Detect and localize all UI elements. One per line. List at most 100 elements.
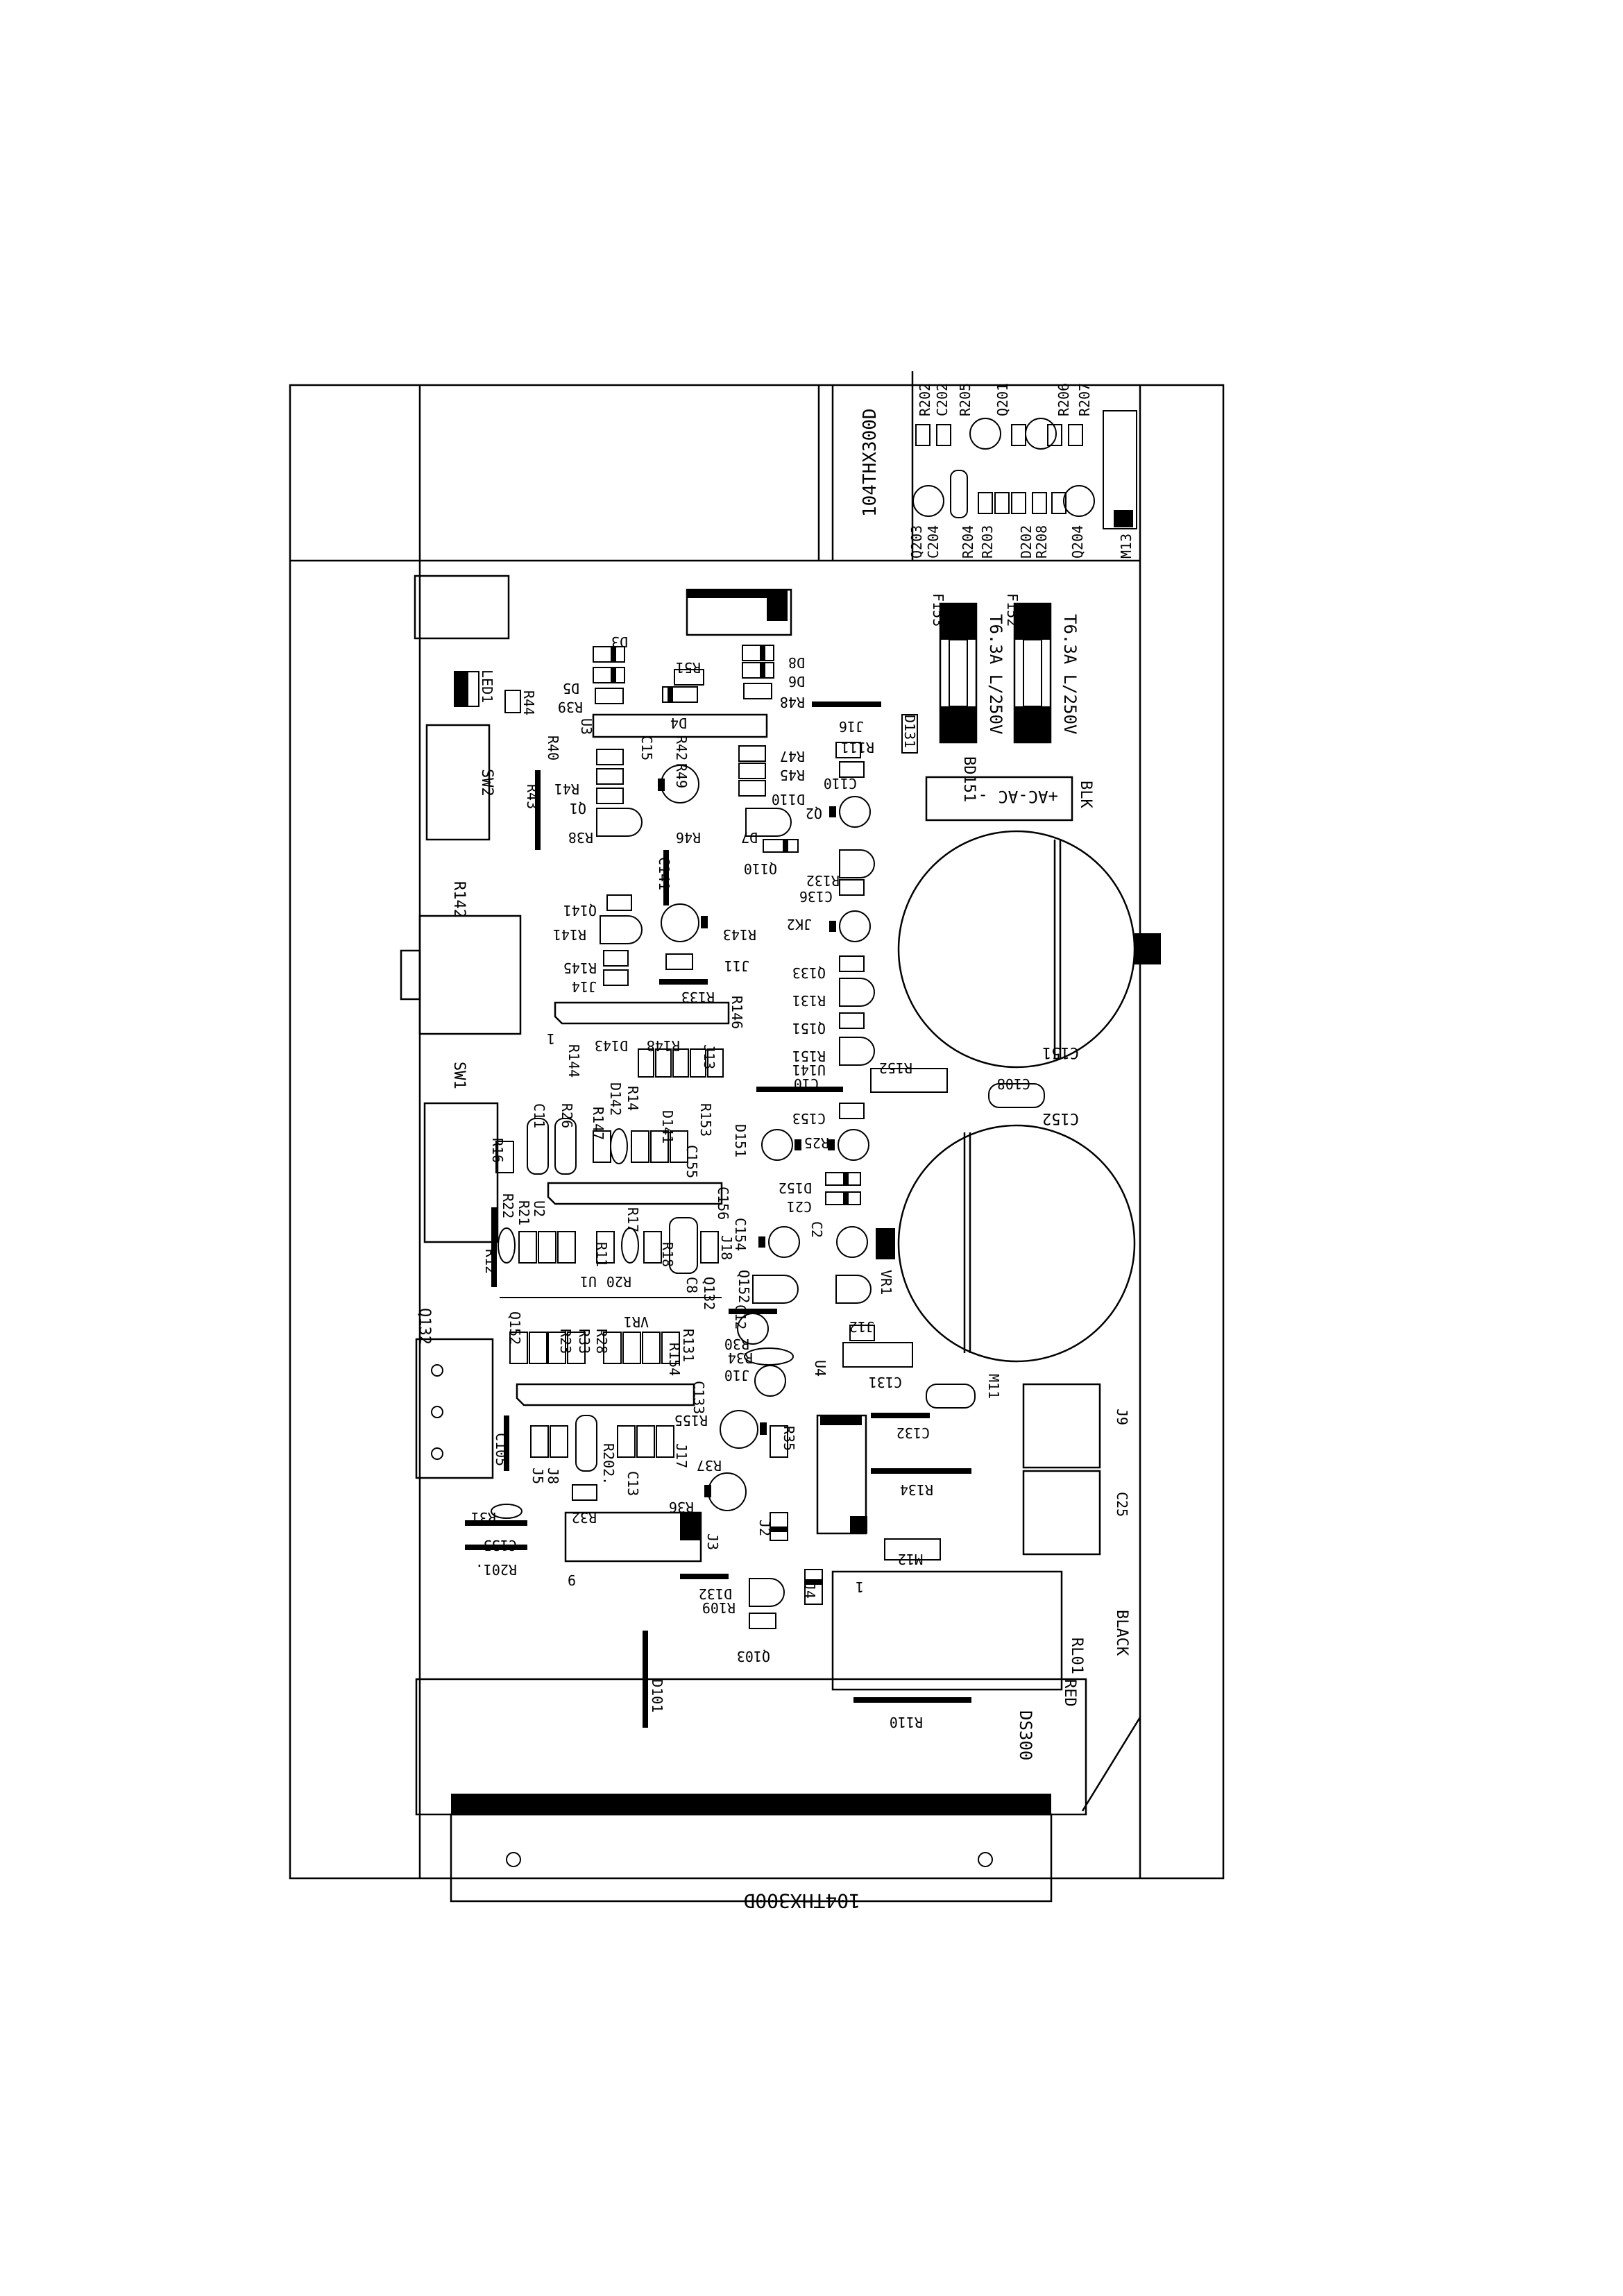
ref-j3: C135 — [484, 1537, 517, 1554]
ref-d202: D202 — [1018, 525, 1035, 559]
ref-d151: D152 — [779, 1180, 812, 1196]
ref-r16: C155 — [683, 1145, 700, 1178]
aux-cluster-labels: Q203 C204 R204 R203 D202 R208 Q204 M13 R… — [908, 383, 1135, 559]
m11-area — [720, 1383, 1101, 1556]
m11-area-labels: R155 U4 C132 M11 J9 R134 C25 — [674, 1360, 1130, 1517]
ref-c21: R22 — [500, 1193, 516, 1218]
mount-hole-right — [978, 1852, 993, 1867]
ref-c155: D151 — [732, 1124, 749, 1157]
ref-sw2: SW2 — [478, 769, 495, 797]
fuse-rating-1: T6.3A L/250V — [986, 614, 1005, 734]
ref-led1: LED1 — [479, 670, 495, 703]
ref-q133: R131 — [792, 992, 826, 1009]
ref-c133: R34 — [728, 1350, 753, 1366]
mid-top-parts — [738, 742, 875, 942]
ref-d101: J4 — [801, 1582, 818, 1599]
ref-m13: M13 — [1118, 534, 1135, 559]
ref-c8: Q132 — [701, 1277, 717, 1310]
ref-r40: R40 — [545, 735, 561, 760]
ref-q141: R141 — [553, 926, 586, 943]
r152-body — [870, 1068, 948, 1093]
ref-r204: R204 — [960, 525, 976, 559]
c10-c11-area — [495, 1118, 688, 1175]
ref-j12: C12 — [732, 1304, 749, 1329]
ref-r38: C15 — [638, 735, 655, 760]
lower-left-parts — [465, 1472, 941, 1579]
ref-r22: R21 — [516, 1200, 532, 1225]
aux-circuit-cluster — [912, 410, 1137, 529]
ref-r143: J11 — [724, 958, 749, 974]
c21-row — [491, 1207, 719, 1287]
ref-q151: R151 — [792, 1048, 826, 1064]
ref-d132: J2 — [756, 1520, 773, 1536]
heatsink-bar — [451, 1794, 1051, 1814]
ref-c141: R143 — [723, 926, 756, 943]
vr1-area-labels: Q152 VR1 R23 R33 R28 C12 R30 J12 R131 R1… — [507, 1304, 902, 1391]
ref-q201: Q201 — [994, 383, 1011, 416]
bridge-rectifier — [925, 776, 1073, 822]
ref-j14: C141 — [656, 857, 672, 890]
ref-q103: R109 — [702, 1599, 736, 1616]
c153-area — [761, 1103, 869, 1205]
ref-r134: R35 — [781, 1426, 797, 1451]
ref-j16: J16 — [839, 718, 864, 735]
label-ds300: DS300 — [1016, 1710, 1035, 1760]
ref-d4: D4 — [670, 715, 687, 731]
ref-c151: C151 — [1042, 1044, 1079, 1061]
ref-r110: Q103 — [737, 1648, 770, 1665]
ref-c154: C2 — [808, 1221, 825, 1238]
label-red: RED — [1061, 1679, 1078, 1707]
c156-labels: C154 C2 Q152 VR1 — [732, 1218, 894, 1303]
pin1-u141: 1 — [547, 1030, 555, 1047]
u4-body — [516, 1383, 695, 1406]
u141-body — [554, 1001, 730, 1025]
ref-r155: C131 — [869, 1374, 902, 1391]
board-model-label: 104THX300D — [860, 408, 881, 517]
ref-r28: R23 — [557, 1329, 574, 1354]
ref-d131: D131 — [901, 715, 918, 748]
ref-r148: R144 — [566, 1044, 582, 1078]
c21-row-labels: R22 R21 U2 R17 R11 R18 J18 R12 R20 U1 C8… — [482, 1193, 735, 1310]
ref-r37: C13 — [624, 1471, 641, 1496]
ref-sw1: SW1 — [450, 1062, 468, 1089]
ref-d141: R153 — [697, 1103, 714, 1137]
ref-r205: R205 — [957, 383, 974, 416]
fuses — [939, 602, 1052, 744]
ref-r202dot: J9 — [1114, 1409, 1130, 1425]
ref-c25: R31 — [471, 1509, 496, 1526]
ref-c13: R202. — [600, 1443, 617, 1485]
ref-r207: R207 — [1076, 383, 1093, 416]
ref-r152: R152 — [879, 1060, 912, 1076]
ref-d6: D6 — [788, 673, 805, 690]
ref-r35: J17 — [673, 1443, 690, 1468]
ref-c11: R26 — [559, 1103, 575, 1128]
ref-q152: VR1 — [878, 1270, 894, 1295]
ref-d142: R14 — [624, 1086, 641, 1111]
vr1-area — [509, 1309, 913, 1397]
ref-r47: R45 — [780, 767, 805, 783]
lower-left-labels: R32 R31 R36 C135 R201. 9 J3 J2 M12 D132 — [471, 1499, 923, 1602]
diode-row-top-labels: D3 D5 R39 R51 D4 D8 D6 R48 — [558, 633, 805, 731]
right-column-parts — [756, 955, 875, 1092]
ref-m12: J3 — [704, 1533, 721, 1550]
ref-c152: C152 — [1042, 1109, 1079, 1127]
ref-r131b: R30 — [724, 1336, 749, 1352]
ref-r151: U141 — [792, 1062, 826, 1078]
ref-r12: R20 — [606, 1273, 631, 1290]
q1-cluster — [596, 749, 792, 837]
ref-j5: R37 — [697, 1457, 722, 1474]
ref-d152: C21 — [787, 1198, 812, 1215]
ref-j1: D101 — [649, 1679, 665, 1712]
resistor-row-1 — [638, 1048, 724, 1078]
ref-r146: D143 — [595, 1037, 628, 1054]
ref-c136: JK2 — [787, 916, 812, 933]
ref-r141: R145 — [563, 960, 597, 976]
ref-r206: R206 — [1055, 383, 1072, 416]
r44-body — [504, 690, 521, 713]
ref-u2: C156 — [715, 1187, 731, 1220]
ref-f152: F152 — [1004, 593, 1021, 627]
ref-r41: Q1 — [570, 800, 586, 817]
q141-labels: Q141 R141 R145 J14 C141 R143 J11 R133 — [553, 857, 756, 1005]
ref-c135: R36 — [669, 1499, 694, 1515]
ref-r30: R28 — [593, 1329, 610, 1354]
